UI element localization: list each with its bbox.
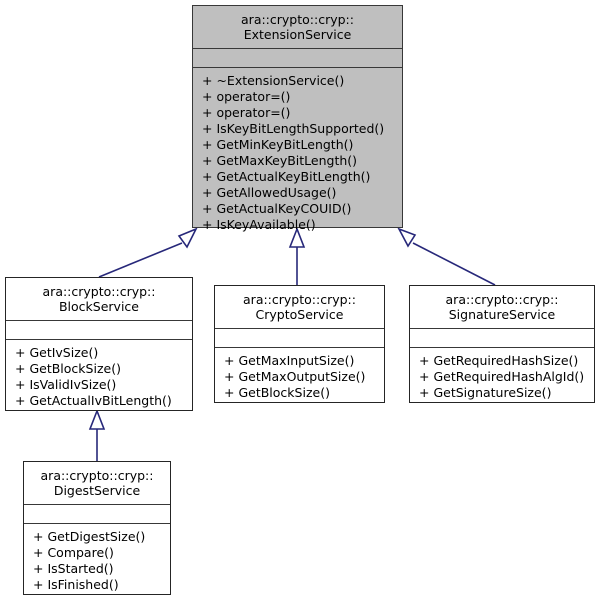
edge-digest-service-to-block-service (88, 408, 106, 461)
class-title-crypto-service: ara::crypto::cryp::CryptoService (215, 286, 384, 328)
operation-row: + GetAllowedUsage() (202, 185, 337, 200)
compartment-divider (215, 347, 384, 348)
operation-row: + GetActualKeyBitLength() (202, 169, 371, 184)
class-box-signature-service[interactable]: ara::crypto::cryp::SignatureService + Ge… (409, 285, 595, 403)
operation-row: + GetActualIvBitLength() (15, 393, 172, 408)
operation-row: + GetBlockSize() (15, 361, 121, 376)
compartment-divider (410, 328, 594, 329)
attributes-compartment-block-service (6, 321, 192, 339)
attributes-compartment-signature-service (410, 329, 594, 347)
operation-row: + IsKeyBitLengthSupported() (202, 121, 385, 136)
operation-row: + GetActualKeyCOUID() (202, 201, 352, 216)
operation-row: + GetDigestSize() (33, 529, 146, 544)
operation-row: + IsFinished() (33, 577, 119, 592)
class-namespace: ara::crypto::cryp:: (243, 292, 356, 307)
attributes-compartment-crypto-service (215, 329, 384, 347)
class-name: DigestService (53, 483, 141, 498)
operation-row: + IsValidIvSize() (15, 377, 117, 392)
operation-row: + GetBlockSize() (224, 385, 330, 400)
operation-row: + GetMaxOutputSize() (224, 369, 366, 384)
class-name: CryptoService (255, 307, 344, 322)
class-namespace: ara::crypto::cryp:: (241, 12, 354, 27)
class-title-signature-service: ara::crypto::cryp::SignatureService (410, 286, 594, 328)
operations-compartment-digest-service: + GetDigestSize() + Compare() + IsStarte… (24, 524, 170, 598)
compartment-divider (215, 328, 384, 329)
compartment-divider (24, 504, 170, 505)
operation-row: + GetMinKeyBitLength() (202, 137, 354, 152)
operation-row: + GetIvSize() (15, 345, 99, 360)
class-box-crypto-service[interactable]: ara::crypto::cryp::CryptoService + GetMa… (214, 285, 385, 403)
class-box-digest-service[interactable]: ara::crypto::cryp::DigestService + GetDi… (23, 461, 171, 595)
operations-compartment-extension-service: + ~ExtensionService() + operator=() + op… (193, 68, 402, 238)
operation-row: + GetRequiredHashSize() (419, 353, 579, 368)
compartment-divider (193, 67, 402, 68)
attributes-compartment-digest-service (24, 505, 170, 523)
class-title-block-service: ara::crypto::cryp::BlockService (6, 278, 192, 320)
operation-row: + Compare() (33, 545, 114, 560)
compartment-divider (193, 48, 402, 49)
compartment-divider (24, 523, 170, 524)
compartment-divider (6, 339, 192, 340)
operation-row: + GetRequiredHashAlgId() (419, 369, 585, 384)
compartment-divider (6, 320, 192, 321)
class-name: ExtensionService (243, 27, 352, 42)
edge-block-service-to-extension-service (98, 227, 198, 278)
compartment-divider (410, 347, 594, 348)
class-namespace: ara::crypto::cryp:: (42, 284, 156, 299)
class-namespace: ara::crypto::cryp:: (40, 468, 154, 483)
operation-row: + operator=() (202, 89, 291, 104)
operation-row: + IsKeyAvailable() (202, 217, 316, 232)
class-box-block-service[interactable]: ara::crypto::cryp::BlockService + GetIvS… (5, 277, 193, 411)
operation-row: + GetMaxInputSize() (224, 353, 355, 368)
operations-compartment-block-service: + GetIvSize() + GetBlockSize() + IsValid… (6, 340, 192, 414)
operation-row: + ~ExtensionService() (202, 73, 345, 88)
class-box-extension-service[interactable]: ara::crypto::cryp::ExtensionService + ~E… (192, 5, 403, 232)
edge-signature-service-to-extension-service (397, 227, 496, 286)
class-name: BlockService (58, 299, 139, 314)
operation-row: + GetSignatureSize() (419, 385, 552, 400)
class-name: SignatureService (448, 307, 556, 322)
class-namespace: ara::crypto::cryp:: (445, 292, 559, 307)
class-title-extension-service: ara::crypto::cryp::ExtensionService (193, 6, 402, 48)
class-title-digest-service: ara::crypto::cryp::DigestService (24, 462, 170, 504)
operations-compartment-signature-service: + GetRequiredHashSize() + GetRequiredHas… (410, 348, 594, 406)
attributes-compartment-extension-service (193, 49, 402, 67)
operation-row: + operator=() (202, 105, 291, 120)
operation-row: + GetMaxKeyBitLength() (202, 153, 358, 168)
operation-row: + IsStarted() (33, 561, 114, 576)
operations-compartment-crypto-service: + GetMaxInputSize() + GetMaxOutputSize()… (215, 348, 384, 406)
